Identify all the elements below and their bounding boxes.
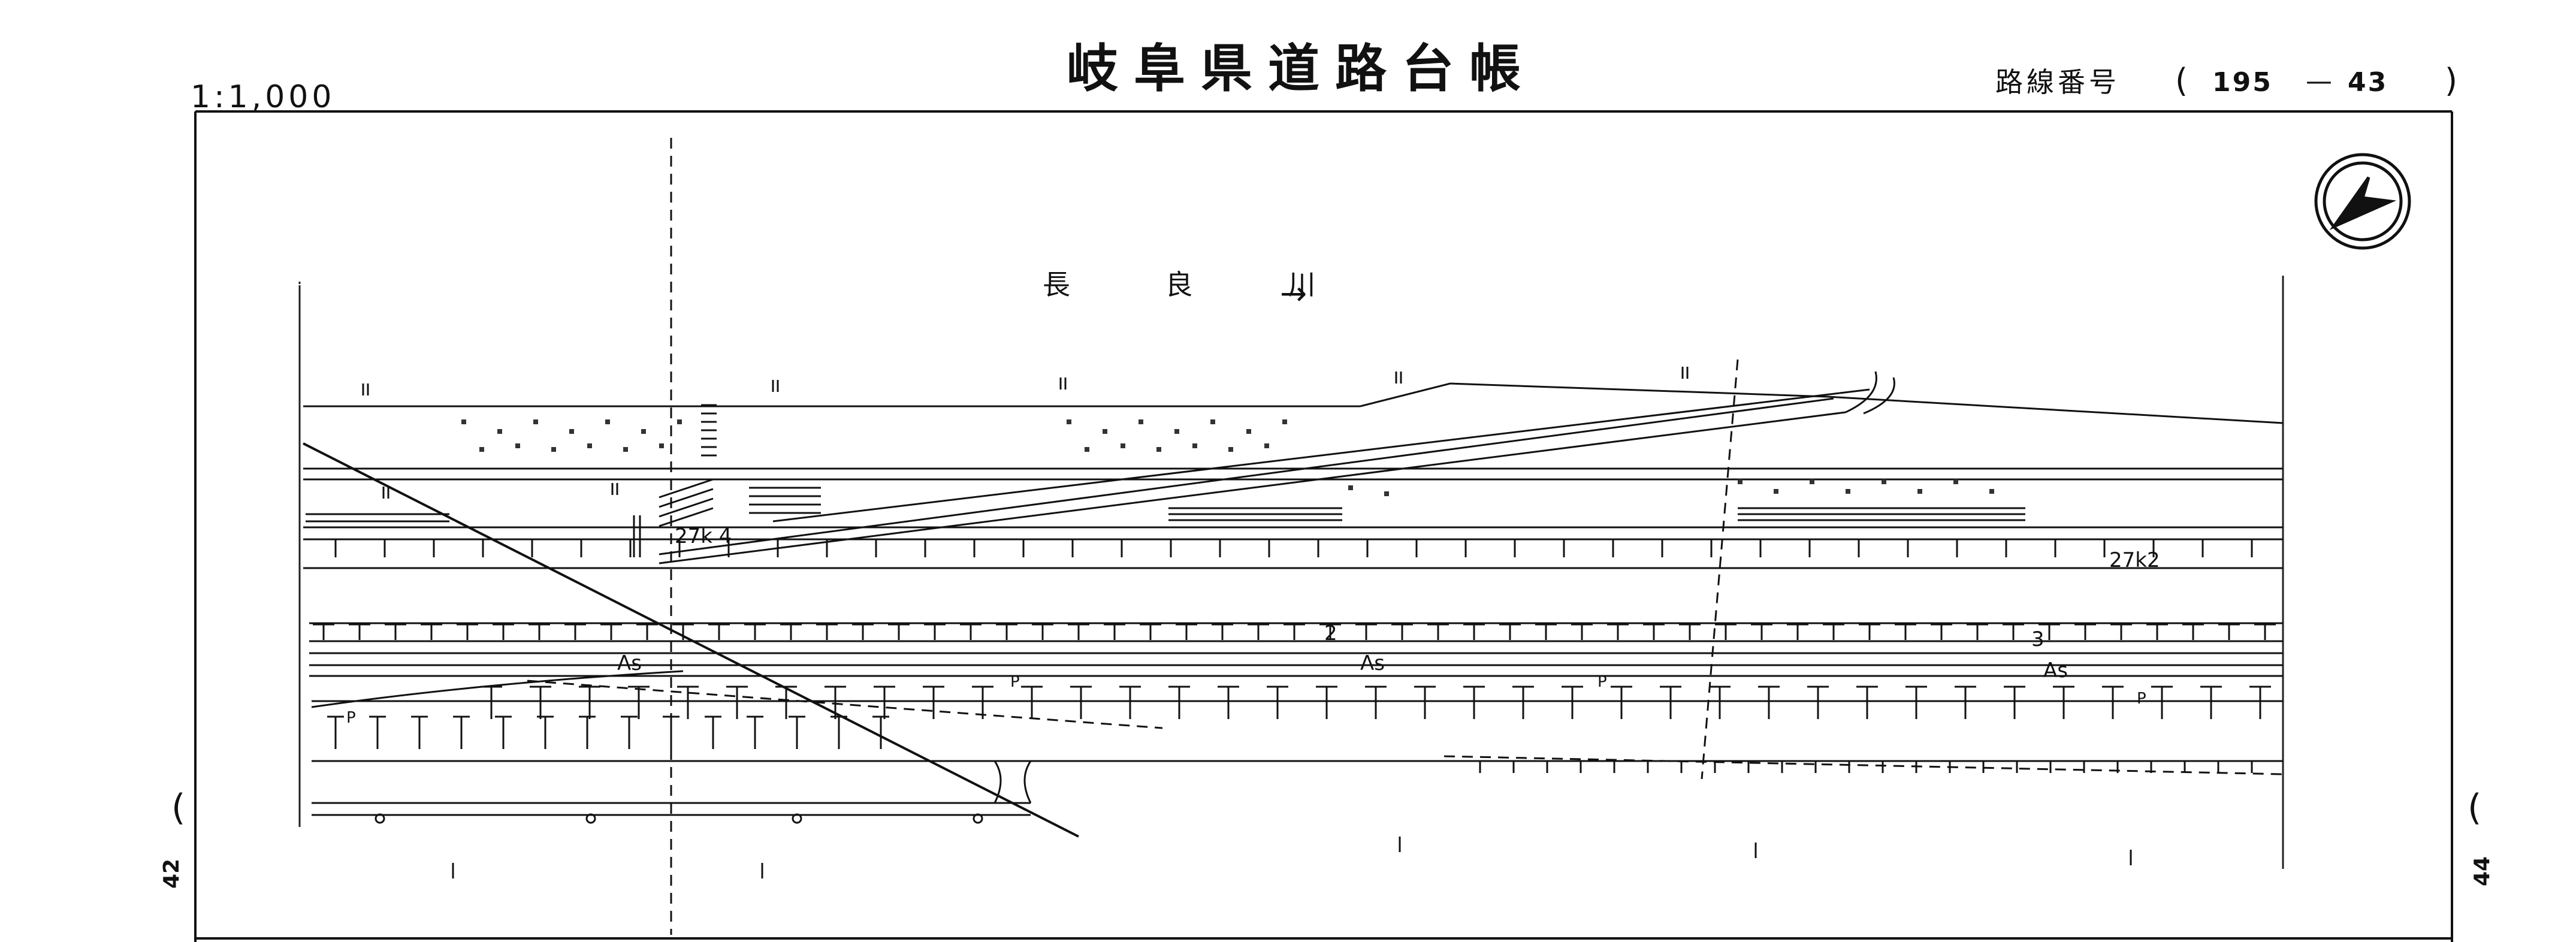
drawing-limit-lines: [298, 276, 2284, 869]
map-scale: 1:1,000: [191, 79, 336, 115]
hatched-structures: [306, 404, 2025, 557]
pavement-label-mid: As: [1360, 651, 1385, 675]
river-name-label: 長 良 川: [1043, 268, 1359, 301]
dashed-lines: [527, 138, 2284, 935]
parking-mark: P: [1597, 673, 1607, 691]
parking-mark: P: [2137, 690, 2146, 708]
lane-number-3: 3: [2031, 627, 2045, 651]
route-number: 195: [2212, 67, 2273, 98]
prev-sheet-bracket: (: [171, 787, 186, 829]
parking-mark: P: [1010, 673, 1020, 691]
lane-tick-marks: [313, 538, 2276, 773]
pavement-label-left: As: [617, 651, 642, 675]
route-sub-number: 43: [2348, 67, 2388, 98]
map-frame: [194, 110, 2453, 942]
parking-mark: P: [346, 709, 356, 727]
km-post-label-right: 27k2: [2109, 548, 2160, 572]
next-sheet-bracket: (: [2468, 787, 2482, 829]
route-dash: —: [2306, 66, 2332, 96]
lane-number-2: 2: [1324, 621, 1337, 645]
pavement-label-right: As: [2043, 659, 2068, 683]
km-post-label-left: 27k 4: [675, 524, 732, 548]
upper-embankment: [303, 371, 2284, 564]
north-arrow-icon: [2314, 153, 2411, 250]
stipple-areas: [461, 419, 1994, 496]
map-labels: 27k 4 27k2 2 3 As As As P P P P →: [346, 274, 2160, 727]
river-arrow: →: [1280, 274, 1307, 312]
route-paren-close: ): [2445, 62, 2458, 99]
next-sheet-number: 44: [2470, 856, 2495, 887]
page-title: 岐阜県道路台帳: [1067, 39, 1536, 99]
road-band-upper: [303, 567, 2283, 816]
section-line: [303, 442, 1079, 838]
prev-sheet-number: 42: [159, 858, 185, 889]
route-number-label: 路線番号: [1995, 66, 2120, 98]
map-symbols: [362, 367, 2132, 878]
route-paren-open: (: [2175, 62, 2188, 99]
